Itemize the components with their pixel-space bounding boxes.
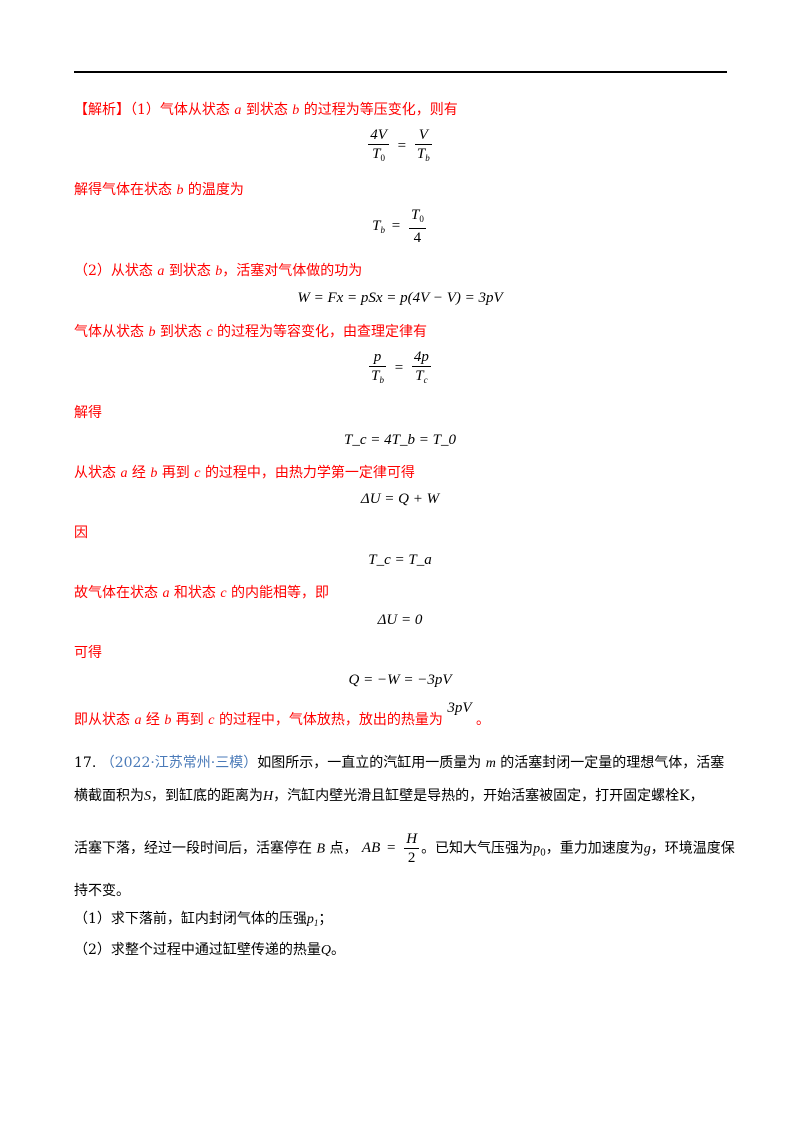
solution-line-1: 【解析】（1）气体从状态 a 到状态 b 的过程为等压变化，则有 xyxy=(74,102,458,118)
equation-5: T_c = 4T_b = T_0 xyxy=(344,432,456,448)
solution-line-5: 解得 xyxy=(74,405,102,421)
question-number: 17. xyxy=(74,755,97,771)
heat-value: 3pV xyxy=(447,700,472,716)
question-line-4: 持不变。 xyxy=(74,883,130,899)
solution-line-9: 可得 xyxy=(74,645,102,661)
question-line-2: 横截面积为S，到缸底的距离为H，汽缸内壁光滑且缸壁是导热的，开始活塞被固定，打开… xyxy=(74,788,704,804)
equation-8: ΔU = 0 xyxy=(377,612,423,628)
solution-line-7: 因 xyxy=(74,525,88,541)
sub-question-1: （1）求下落前，缸内封闭气体的压强p1； xyxy=(74,911,333,928)
solution-line-8: 故气体在状态 a 和状态 c 的内能相等，即 xyxy=(74,585,330,601)
solution-line-2: 解得气体在状态 b 的温度为 xyxy=(74,182,244,198)
solution-line-6: 从状态 a 经 b 再到 c 的过程中，由热力学第一定律可得 xyxy=(74,465,415,481)
solution-tag: 【解析】 xyxy=(74,102,130,118)
solution-line-10: 即从状态 a 经 b 再到 c 的过程中，气体放热，放出的热量为 3pV 。 xyxy=(74,700,491,728)
equation-6: ΔU = Q + W xyxy=(360,491,440,507)
sub-question-2: （2）求整个过程中通过缸壁传递的热量Q。 xyxy=(74,942,346,958)
header-rule xyxy=(74,71,727,73)
question-line-1: 17. （2022·江苏常州·三模）如图所示，一直立的汽缸用一质量为 m 的活塞… xyxy=(74,755,725,771)
question-source: （2022·江苏常州·三模） xyxy=(100,755,258,771)
solution-line-4: 气体从状态 b 到状态 c 的过程为等容变化，由查理定律有 xyxy=(74,324,428,340)
solution-line-3: （2）从状态 a 到状态 b，活塞对气体做的功为 xyxy=(74,263,363,279)
equation-7: T_c = T_a xyxy=(368,552,432,568)
equation-3: W = Fx = pSx = p(4V − V) = 3pV xyxy=(297,290,503,306)
equation-9: Q = −W = −3pV xyxy=(348,672,452,688)
